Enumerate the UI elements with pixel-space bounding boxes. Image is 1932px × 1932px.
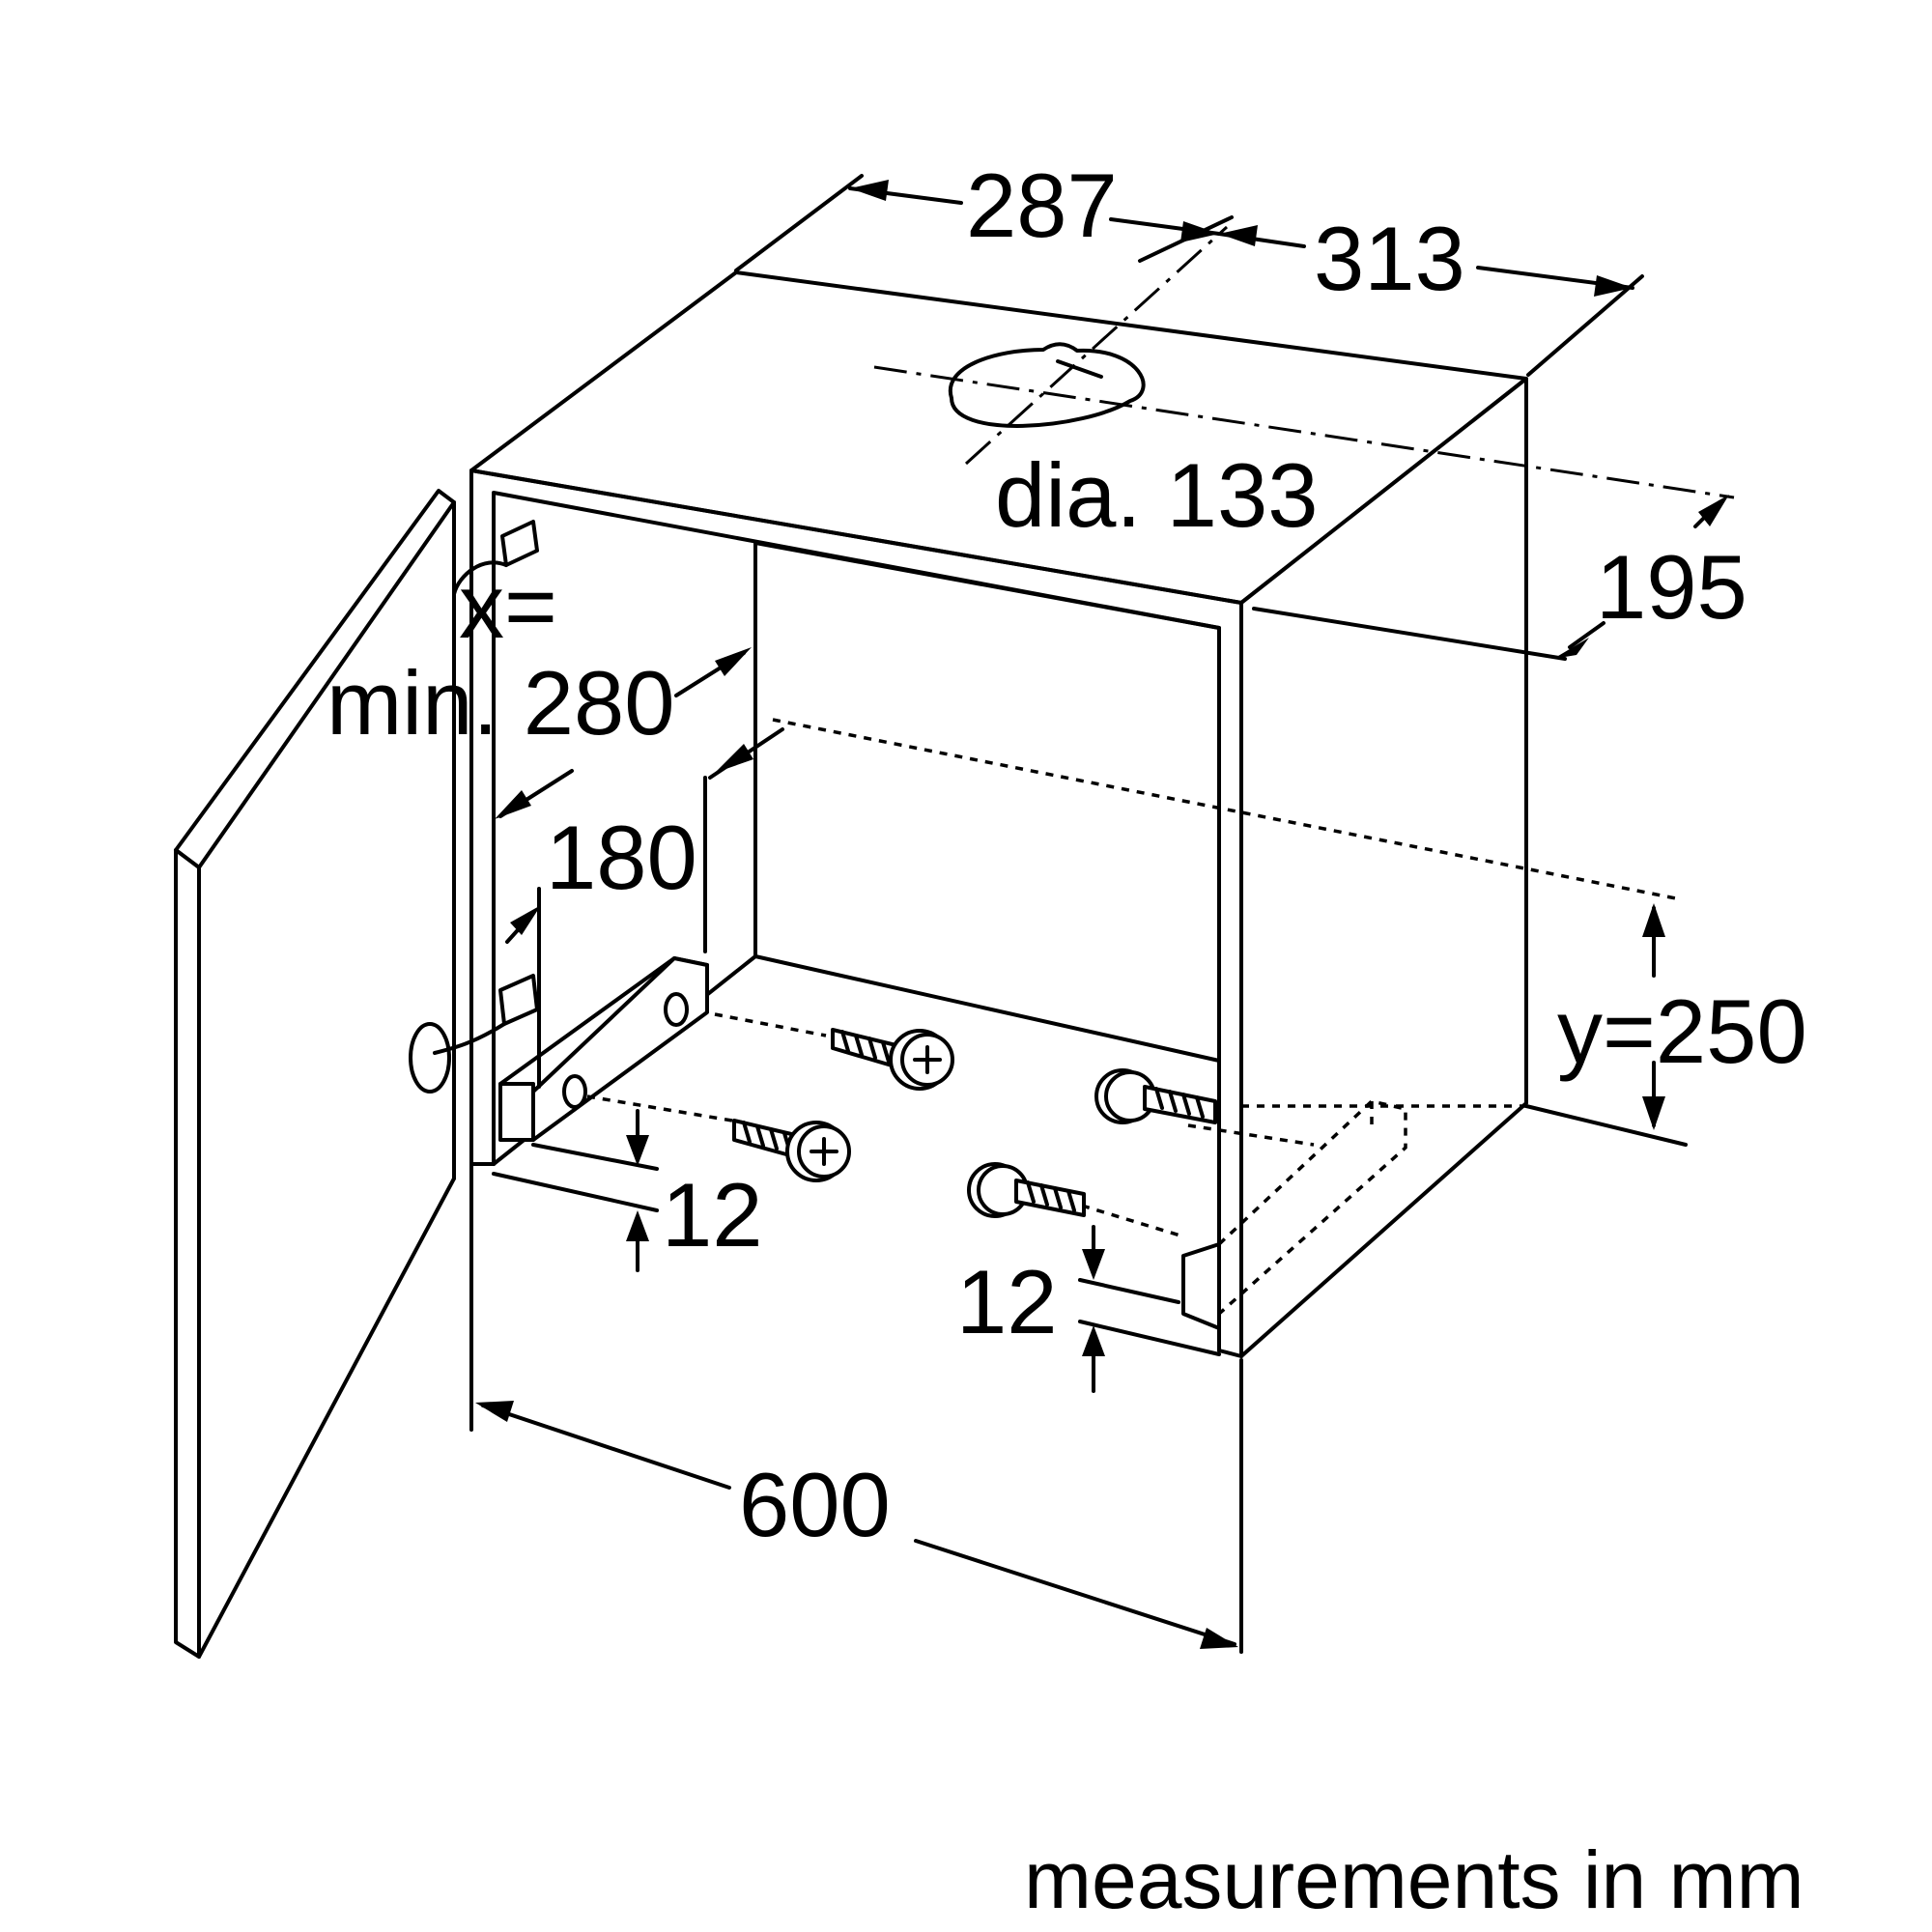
- cabinet-front-frame-inner: [492, 491, 1221, 1352]
- dim-label-y: y=250: [1557, 980, 1807, 1082]
- screw-icon: [732, 1119, 851, 1182]
- cabinet-body: [469, 270, 1528, 1358]
- dim-label-313: 313: [1314, 208, 1465, 309]
- dim-label-x: x=: [459, 555, 557, 657]
- centerline-width: [964, 225, 1229, 466]
- screw-icon: [1094, 1068, 1217, 1124]
- units-note: measurements in mm: [1024, 1834, 1804, 1925]
- hinge-icon: [409, 974, 539, 1094]
- dim-label-12-right: 12: [956, 1251, 1058, 1352]
- dim-label-287: 287: [966, 155, 1118, 256]
- dim-label-195: 195: [1596, 536, 1747, 638]
- centerline-depth: [873, 365, 1735, 499]
- cabinet-front-frame: [469, 469, 1243, 1358]
- dim-label-x-value: min. 280: [327, 652, 675, 753]
- cabinet-back-wall: [753, 541, 1221, 1063]
- dim-label-180: 180: [546, 807, 697, 908]
- screw-icon: [967, 1162, 1086, 1218]
- dim-label-600: 600: [739, 1454, 891, 1555]
- duct-opening: [948, 342, 1146, 428]
- hinge-icon: [452, 520, 539, 596]
- level-line: [772, 718, 1677, 900]
- screw-icon: [831, 1028, 954, 1091]
- cabinet-door: [174, 489, 456, 1659]
- dim-label-diameter: dia. 133: [995, 444, 1319, 546]
- dim-label-12-left: 12: [662, 1164, 763, 1265]
- mounting-rail: [498, 956, 709, 1142]
